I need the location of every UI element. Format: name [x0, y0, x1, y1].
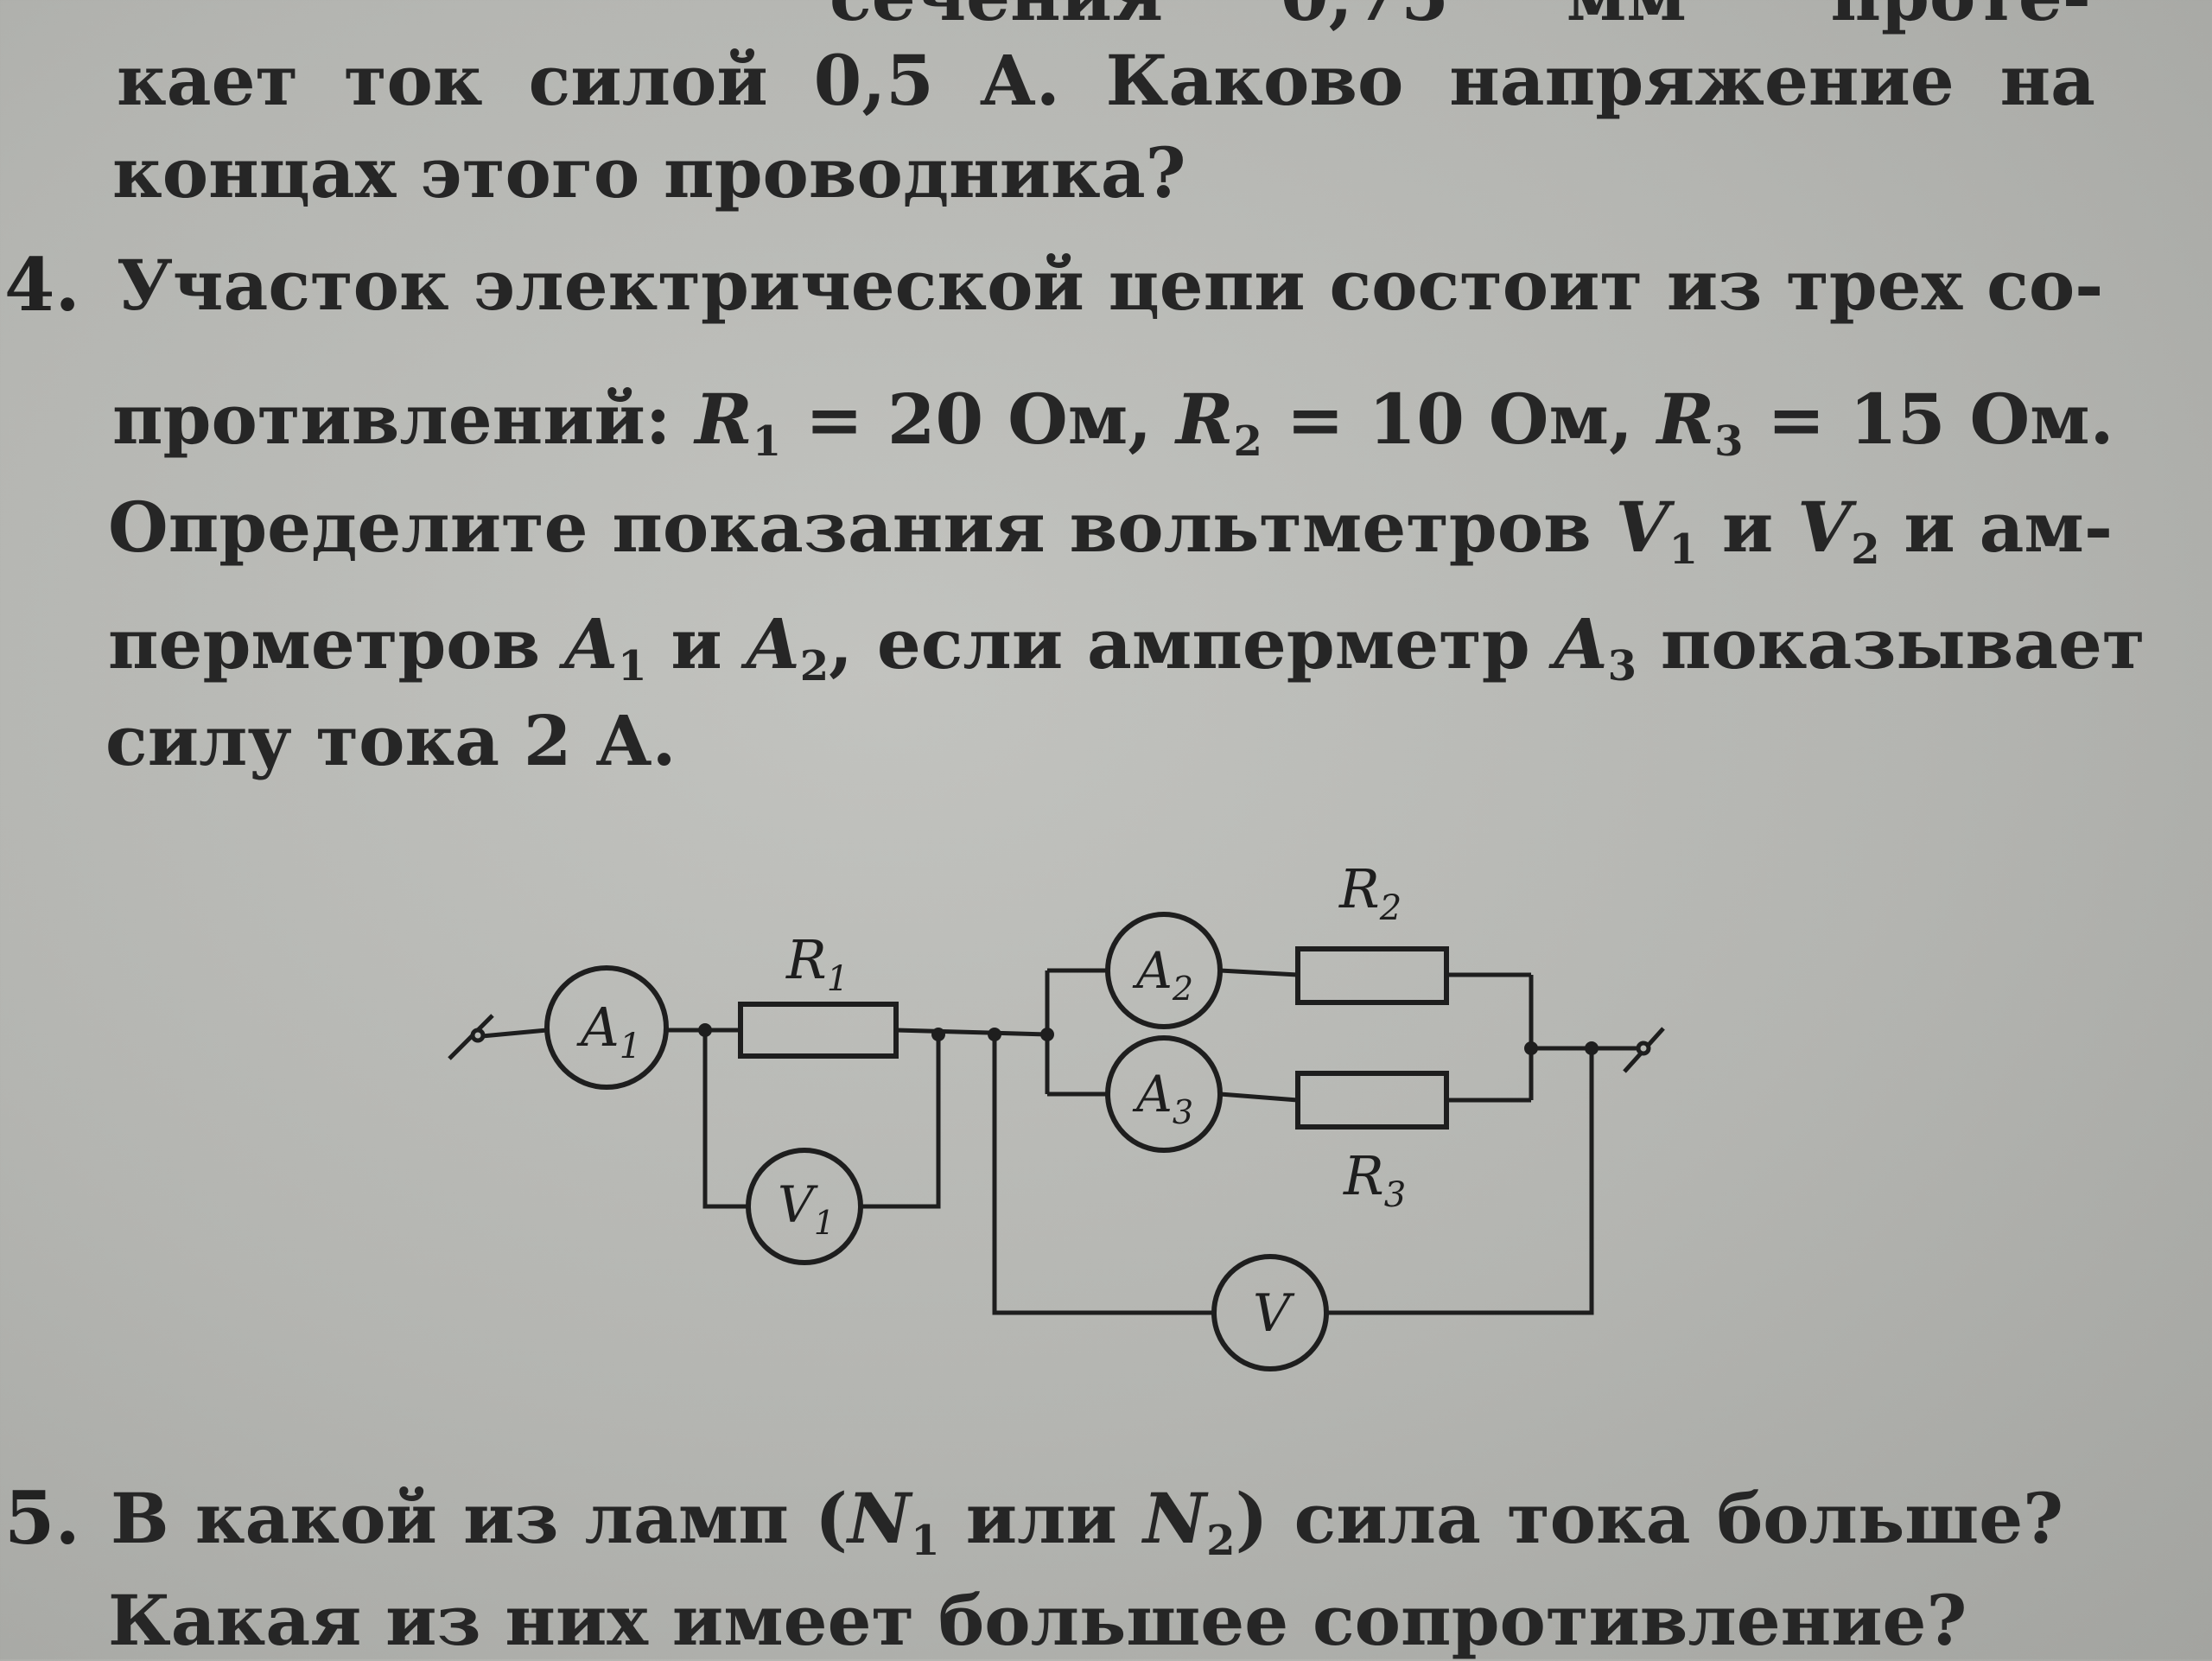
text-segment: перметров	[108, 603, 565, 684]
label-r2: R2	[1338, 857, 1402, 928]
ammeter-a2	[1105, 912, 1223, 1029]
problem5-line-1: В какой из ламп (N1 или N2) сила тока бо…	[111, 1478, 2064, 1562]
variable-symbol: R	[1175, 379, 1234, 460]
left-terminal	[470, 1028, 486, 1043]
text-segment: кает ток силой 0,5 А. Каково напряжение …	[117, 40, 2095, 121]
v-loop-wire	[992, 1034, 1214, 1315]
subscript: 1	[911, 1517, 940, 1566]
text-segment: = 10 Ом,	[1262, 379, 1657, 460]
label-v1: V1	[778, 1175, 835, 1242]
text-segment: , если амперметр	[829, 603, 1554, 684]
label-a2: A2	[1132, 941, 1193, 1008]
ammeter-a1	[544, 965, 669, 1090]
subscript: 3	[1714, 417, 1744, 467]
text-segment: показывает	[1636, 603, 2145, 684]
variable-symbol: A	[1554, 603, 1608, 684]
junction	[1040, 1028, 1054, 1041]
problem4-number: 4.	[4, 242, 80, 328]
problem5-line-2: Какая из них имеет большее сопротивление…	[108, 1581, 1967, 1659]
resistor-r1	[738, 1002, 899, 1059]
problem4-line-3: Определите показания вольтметров V1 и V2…	[108, 487, 2113, 570]
subscript: 2	[1233, 417, 1262, 467]
subscript: 2	[799, 642, 830, 691]
text-segment: ) сила тока больше?	[1235, 1478, 2064, 1559]
subscript: 1	[752, 417, 782, 467]
subscript: 3	[1607, 642, 1637, 691]
wire	[1219, 968, 1299, 977]
v1-loop-wire	[702, 1030, 748, 1209]
variable-symbol: V	[1615, 487, 1669, 568]
problem4-line-5: силу тока 2 А.	[105, 702, 676, 780]
label-v: V	[1253, 1283, 1295, 1344]
right-terminal	[1636, 1041, 1651, 1056]
problem4-line-2: противлений: R1 = 20 Ом, R2 = 10 Ом, R3 …	[112, 379, 2113, 462]
junction	[698, 1023, 712, 1037]
ammeter-a3	[1105, 1035, 1223, 1153]
variable-symbol: V	[1797, 487, 1852, 568]
voltmeter-v1	[746, 1148, 863, 1265]
junction	[1524, 1041, 1538, 1055]
text-segment: Определите показания вольтметров	[108, 487, 1616, 568]
label-a1: A1	[576, 996, 641, 1066]
wire	[1219, 1091, 1299, 1103]
text-segment: Участок электрической цепи состоит из тр…	[117, 245, 2104, 326]
text-segment: и ам-	[1879, 487, 2113, 568]
text-segment: и	[1698, 487, 1798, 568]
text-segment: и	[646, 603, 747, 684]
text-segment: противлений:	[112, 379, 696, 460]
resistor-r3	[1295, 1071, 1449, 1130]
text-segment: силу тока 2 А.	[105, 700, 677, 781]
variable-symbol: N	[848, 1478, 912, 1559]
text-segment: Какая из них имеет большее сопротивление…	[108, 1580, 1967, 1661]
v1-loop-wire	[861, 1034, 941, 1209]
voltmeter-v	[1211, 1254, 1329, 1371]
subscript: 2	[1206, 1517, 1236, 1566]
problem3-line-2: кает ток силой 0,5 А. Каково напряжение …	[117, 41, 2095, 119]
text-segment: = 20 Ом,	[781, 379, 1176, 460]
subscript: 1	[618, 642, 647, 691]
problem5-number: 5.	[4, 1475, 80, 1561]
text-segment: В какой из ламп (	[111, 1478, 849, 1559]
label-r3: R3	[1343, 1144, 1406, 1215]
variable-symbol: R	[1656, 379, 1715, 460]
text-segment: сечения 0,75 мм	[830, 0, 1687, 36]
text-segment: или	[939, 1478, 1144, 1559]
label-a3: A3	[1132, 1065, 1193, 1131]
variable-symbol: A	[564, 603, 619, 684]
variable-symbol: A	[746, 603, 800, 684]
resistor-r2	[1295, 946, 1449, 1005]
problem4-line-4: перметров A1 и A2, если амперметр A3 пок…	[108, 603, 2145, 687]
text-segment: проте-	[1713, 0, 2091, 36]
text-segment: концах этого проводника?	[112, 132, 1186, 213]
variable-symbol: R	[695, 379, 753, 460]
text-segment: = 15 Ом.	[1743, 379, 2114, 460]
problem4-line-1: Участок электрической цепи состоит из тр…	[117, 246, 2103, 324]
problem3-line-1: сечения 0,75 мм2 проте-	[830, 0, 2091, 35]
label-r1: R1	[785, 928, 849, 999]
v-loop-wire	[1326, 1048, 1594, 1315]
problem3-line-3: концах этого проводника?	[112, 134, 1186, 212]
junction	[1585, 1041, 1599, 1055]
junction	[988, 1028, 1001, 1041]
subscript: 2	[1851, 525, 1880, 575]
variable-symbol: N	[1143, 1478, 1207, 1559]
junction	[931, 1028, 945, 1041]
subscript: 1	[1669, 525, 1699, 575]
wire	[895, 1028, 1048, 1037]
